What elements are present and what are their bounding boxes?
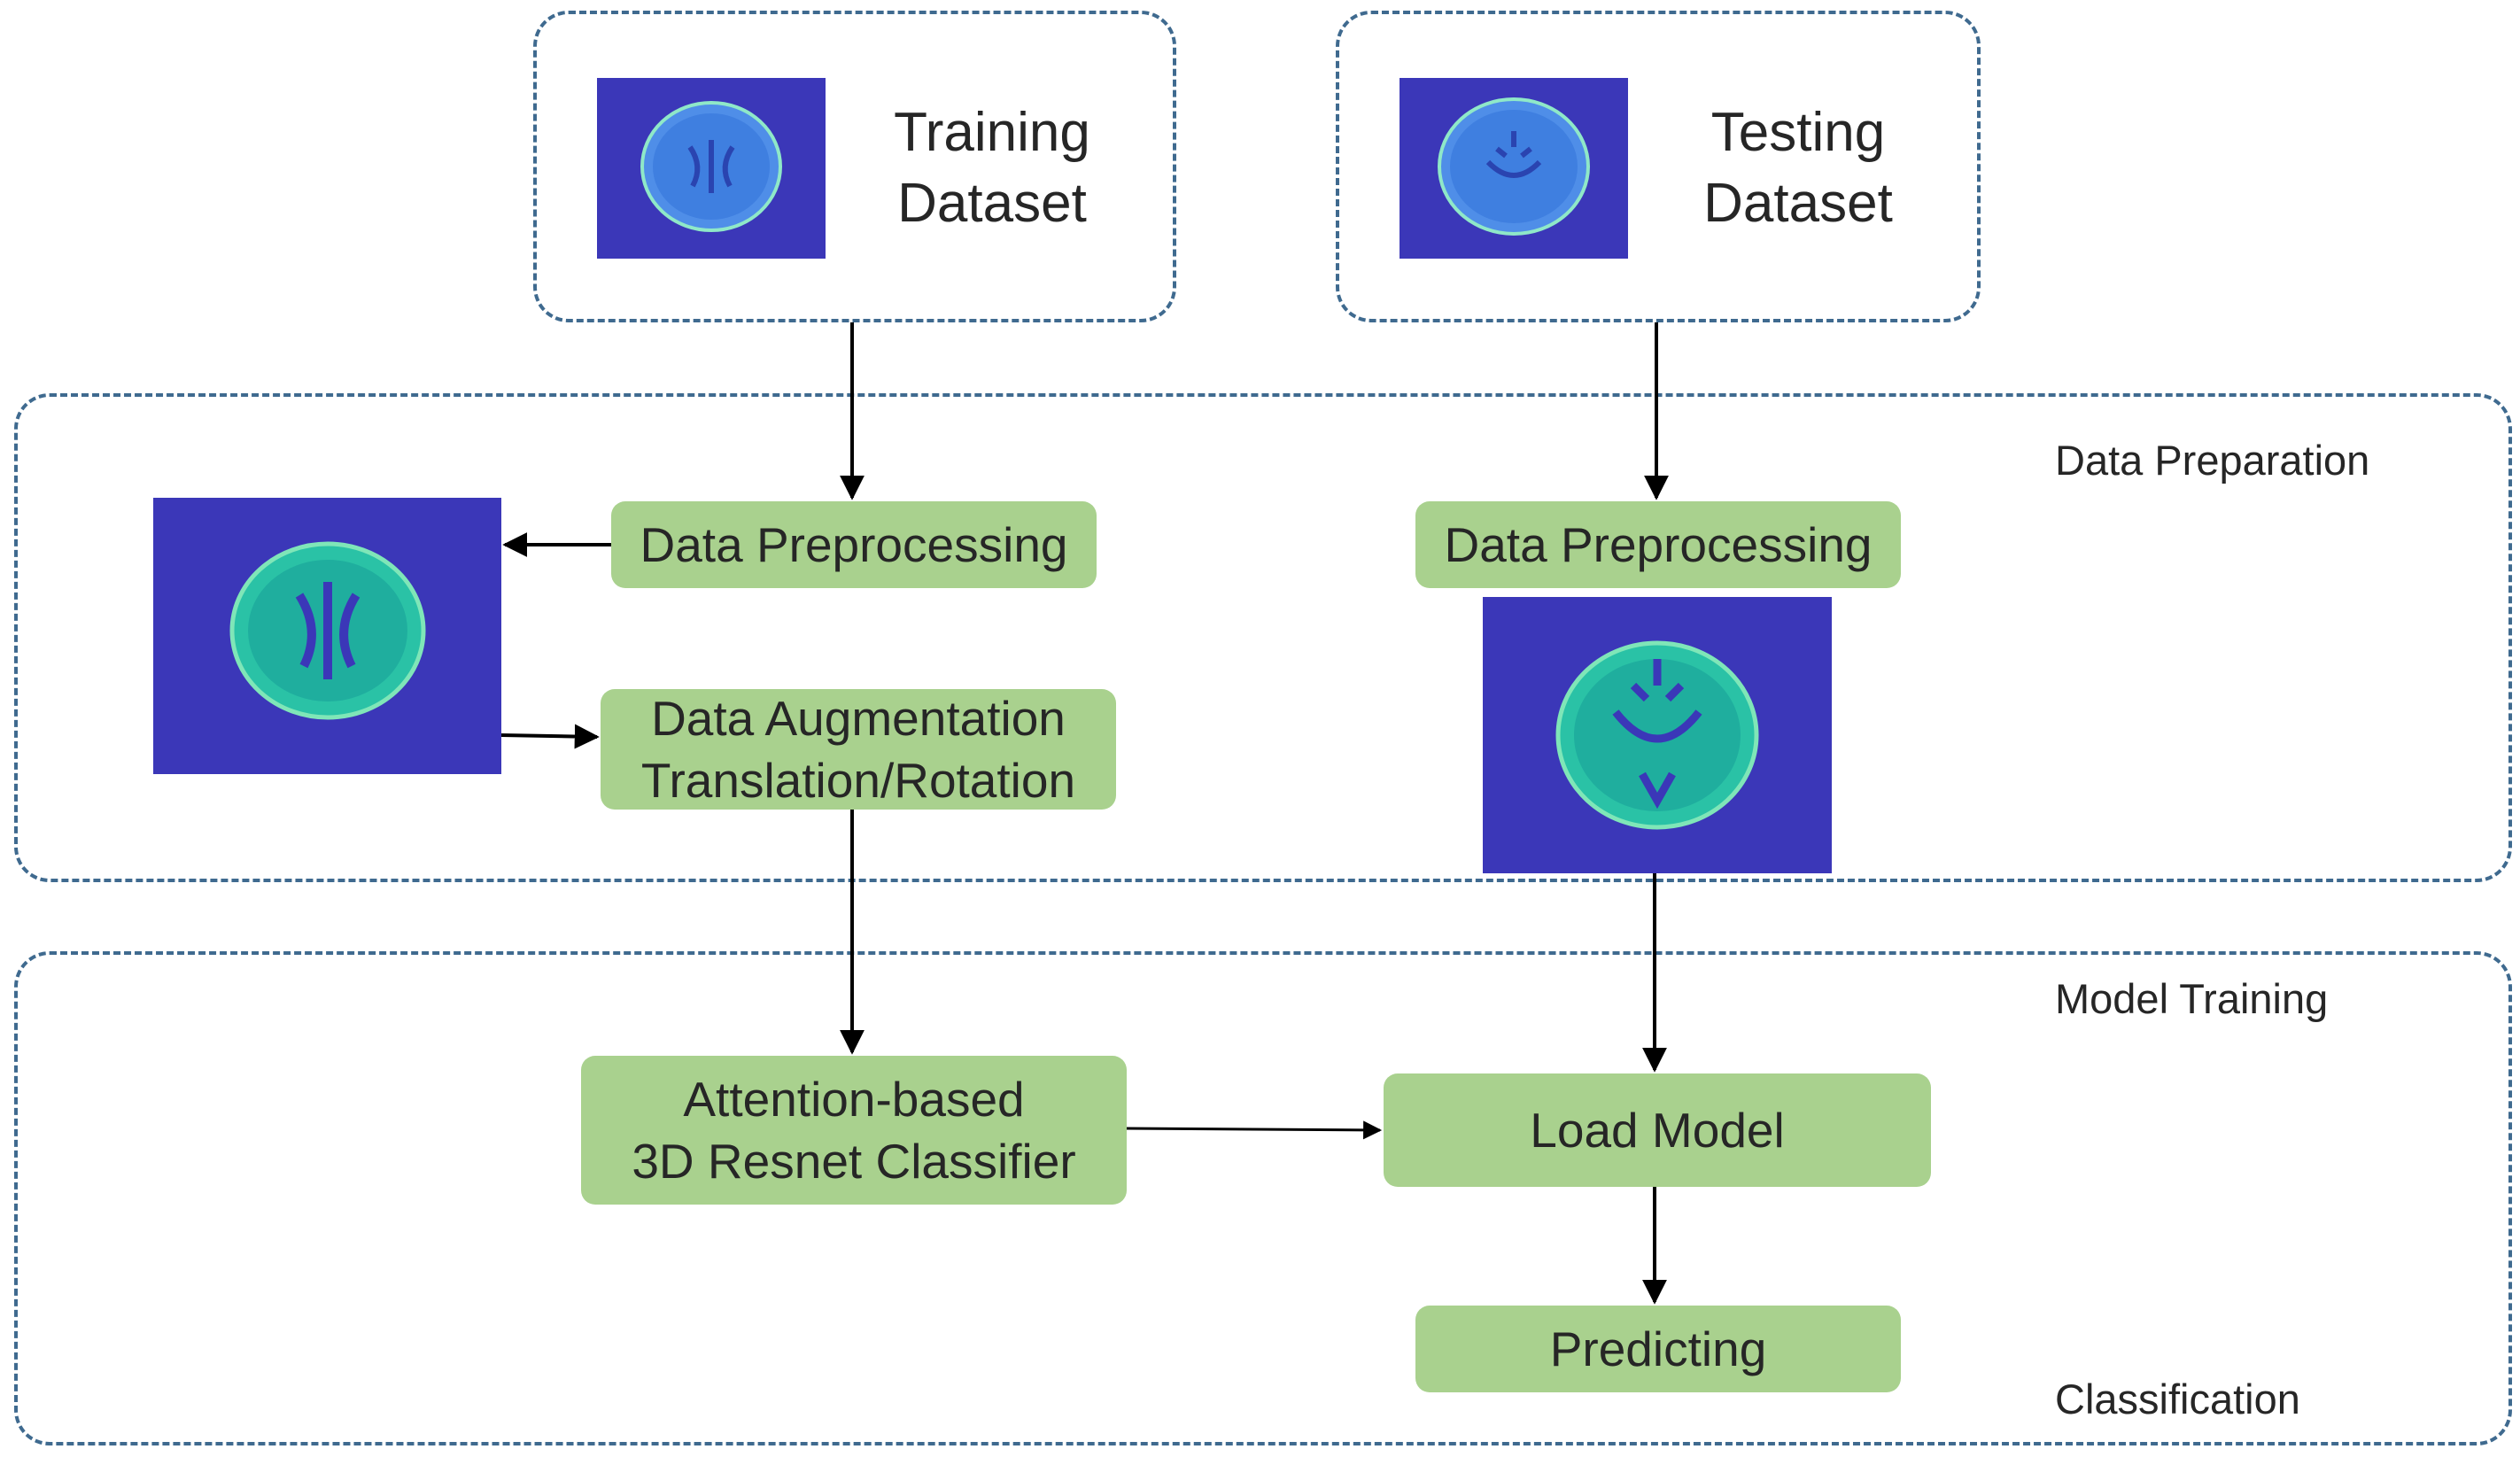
training-dataset-group [533, 11, 1176, 322]
model-training-label: Model Training [2055, 975, 2329, 1022]
classifier-box: Attention-based 3D Resnet Classifier [581, 1056, 1127, 1205]
arrow-classifier-to-load-model [1126, 1120, 1383, 1140]
data-preparation-label: Data Preparation [2055, 437, 2370, 484]
train-data-preprocessing-box: Data Preprocessing [611, 501, 1097, 588]
load-model-label: Load Model [1530, 1103, 1785, 1158]
predicting-label: Predicting [1549, 1321, 1767, 1376]
testing-title-line2: Dataset [1703, 173, 1893, 234]
testing-dataset-title: Testing Dataset [1665, 97, 1931, 239]
data-augmentation-line1: Data Augmentation [651, 691, 1066, 746]
training-dataset-title: Training Dataset [859, 97, 1125, 239]
classifier-line1: Attention-based [683, 1072, 1025, 1127]
preprocessed-test-scan-image [1483, 597, 1832, 873]
predicting-box: Predicting [1415, 1306, 1901, 1392]
data-augmentation-box: Data Augmentation Translation/Rotation [601, 689, 1116, 810]
training-title-line2: Dataset [897, 173, 1087, 234]
training-title-line1: Training [894, 102, 1090, 163]
load-model-box: Load Model [1384, 1073, 1931, 1187]
arrow-train-scan-to-augmentation [500, 724, 600, 749]
classifier-line2: 3D Resnet Classifier [632, 1134, 1076, 1189]
testing-title-line1: Testing [1710, 102, 1886, 163]
testing-scan-image [1400, 78, 1628, 259]
classification-label: Classification [2055, 1376, 2300, 1422]
test-data-preprocessing-label: Data Preprocessing [1444, 517, 1873, 572]
model-training-region [14, 951, 2512, 1445]
test-data-preprocessing-box: Data Preprocessing [1415, 501, 1901, 588]
data-preparation-region [14, 393, 2512, 882]
preprocessed-train-scan-image [153, 498, 501, 774]
testing-dataset-group [1336, 11, 1981, 322]
data-augmentation-line2: Translation/Rotation [640, 753, 1076, 808]
training-scan-image [597, 78, 826, 259]
train-data-preprocessing-label: Data Preprocessing [640, 517, 1068, 572]
